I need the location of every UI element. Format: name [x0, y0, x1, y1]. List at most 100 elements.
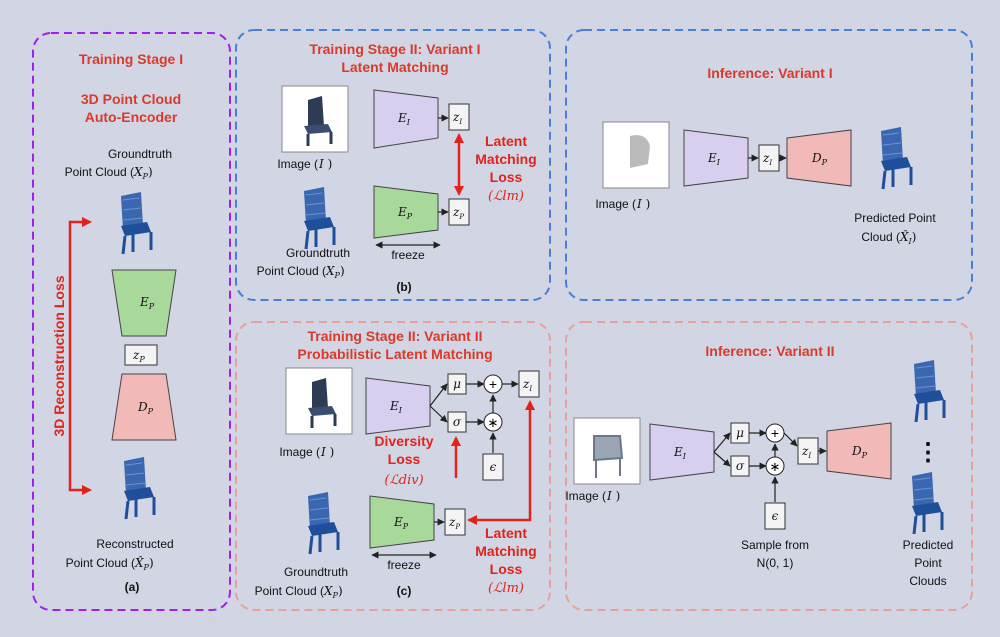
stage2b-image-label: Image (	[279, 445, 320, 459]
stage2b-freeze-label: freeze	[387, 558, 421, 572]
stage2a-image-encoder	[373, 89, 439, 149]
stage2b-gt-label-line2: Point Cloud (	[255, 584, 324, 598]
stage2a-image-label: Image (	[277, 157, 318, 171]
stage2b-title-line2: Probabilistic Latent Matching	[297, 346, 492, 362]
inf1-image-chair	[630, 135, 650, 168]
stage1-recon-symbol: X̂P)	[134, 555, 154, 572]
stage1-title-line1: Training Stage I	[79, 51, 183, 67]
inf2-times-sign: ∗	[770, 459, 781, 474]
inf2-sample-line2: N(0, 1)	[757, 556, 794, 570]
inf2-title: Inference: Variant II	[705, 343, 834, 359]
inf2-decoder	[826, 422, 892, 480]
stage2b-loss-line2: Matching	[475, 543, 536, 559]
stage2b-gt-label-line1: Groundtruth	[284, 565, 348, 579]
stage2b-plus-sign: +	[489, 376, 497, 392]
inf1-decoder	[786, 129, 852, 187]
stage2a-gt-symbol: XP)	[325, 264, 345, 280]
stage2b-div-symbol: (ℒdiv)	[384, 473, 423, 488]
inf2-sigma-label: σ	[736, 459, 745, 473]
stage2b-image-symbol: I )	[320, 445, 334, 459]
stage1-decoder-label: DP	[137, 400, 154, 416]
stage2b-loss-line3: Loss	[490, 561, 523, 577]
inf2-predicted-chair-2	[910, 470, 944, 536]
stage1-gt-label-line2: Point Cloud (	[65, 165, 134, 179]
inf2-image-symbol: I )	[606, 489, 620, 503]
stage2a-gt-chair	[302, 185, 336, 251]
stage2b-enc-img-label: EI	[389, 399, 403, 415]
stage1-recon-label-line2: Point Cloud (	[66, 556, 135, 570]
stage1-title-line2: 3D Point Cloud	[81, 91, 181, 107]
inf2-zi-label: zI	[801, 444, 811, 460]
stage1-title-line3: Auto-Encoder	[85, 109, 178, 125]
stage1-panel	[32, 32, 231, 611]
stage2a-enc-pc-label: EP	[397, 205, 413, 221]
inf1-predicted-chair	[879, 125, 913, 191]
stage1-gt-label-line1: Groundtruth	[108, 147, 172, 161]
inf2-image-chair	[593, 435, 624, 478]
inf1-pred-symbol: X̂I)	[899, 229, 916, 246]
stage2a-zi-label: zI	[452, 110, 462, 126]
panel-label-a: (a)	[125, 580, 140, 594]
inf1-enc-label: EI	[707, 151, 721, 167]
inf2-sample-line1: Sample from	[741, 538, 809, 552]
stage2a-enc-img-label: EI	[397, 111, 411, 127]
stage2b-times-sign: ∗	[488, 415, 499, 430]
inf2-image-label: Image (	[565, 489, 606, 503]
inf2-plus-sign: +	[771, 425, 779, 441]
stage2a-title-line2: Latent Matching	[341, 59, 448, 75]
stage2b-div-line2: Loss	[388, 451, 421, 467]
stage2a-loss-line2: Matching	[475, 151, 536, 167]
stage1-gt-symbol: XP)	[133, 165, 153, 181]
reconstruction-loss-arrow	[68, 217, 92, 495]
stage2b-zi-box	[518, 370, 540, 398]
inf2-dec-label: DP	[851, 444, 868, 460]
inf2-eps-label: ϵ	[772, 509, 779, 523]
inf1-pred-line2: Cloud (	[861, 230, 900, 244]
panel-label-b: (b)	[396, 280, 411, 294]
stage2a-gt-label-line1: Groundtruth	[286, 246, 350, 260]
inf1-encoder	[683, 129, 749, 187]
inf1-image-label: Image (	[595, 197, 636, 211]
stage2b-loss-symbol: (ℒlm)	[488, 581, 524, 596]
stage2b-image-encoder	[365, 377, 431, 435]
stage2b-eps-label: ϵ	[490, 460, 497, 474]
stage2a-loss-line1: Latent	[485, 133, 527, 149]
inf2-panel	[565, 321, 973, 611]
stage2b-pc-encoder	[369, 495, 435, 549]
stage2a-loss-line3: Loss	[490, 169, 523, 185]
stage2a-zp-box	[448, 198, 470, 226]
stage2a-pc-encoder	[373, 185, 439, 239]
inf1-pred-line1: Predicted Point	[854, 211, 936, 225]
inf1-dec-label: DP	[811, 151, 828, 167]
stage2b-zp-box	[444, 508, 466, 536]
inf1-panel	[565, 29, 973, 301]
stage2a-zp-label: zP	[452, 205, 464, 221]
stage2b-title-line1: Training Stage II: Variant II	[307, 328, 482, 344]
stage1-latent-label: zP	[132, 348, 145, 364]
stage2a-freeze-label: freeze	[391, 248, 425, 262]
inf2-eps-box	[764, 502, 786, 530]
stage2b-gt-chair	[306, 490, 340, 556]
inf2-predicted-chair-1	[912, 358, 946, 424]
stage1-latent-box	[124, 344, 158, 366]
stage2a-panel	[235, 29, 551, 301]
inf2-encoder	[649, 423, 715, 481]
stage2b-latent-matching-arrow	[467, 400, 535, 525]
gt-point-cloud-chair	[119, 190, 153, 256]
inf2-more-dots: ⋮	[916, 439, 940, 466]
inf1-image-symbol: I )	[636, 197, 650, 211]
stage1-encoder-label: EP	[139, 295, 155, 311]
stage2b-loss-line1: Latent	[485, 525, 527, 541]
encoder-ep-trapezoid	[111, 269, 177, 337]
inf2-pred-line3: Clouds	[909, 574, 946, 588]
reconstructed-point-cloud-chair	[122, 455, 156, 521]
stage2b-panel	[235, 321, 551, 611]
panel-label-c: (c)	[397, 584, 412, 598]
inf1-title: Inference: Variant I	[707, 65, 832, 81]
stage2b-zp-label: zP	[448, 515, 460, 531]
inf1-zi-label: zI	[762, 151, 772, 167]
stage2b-zi-label: zI	[522, 377, 532, 393]
inf2-pred-line2: Point	[914, 556, 942, 570]
stage2a-gt-label-line2: Point Cloud (	[257, 264, 326, 278]
